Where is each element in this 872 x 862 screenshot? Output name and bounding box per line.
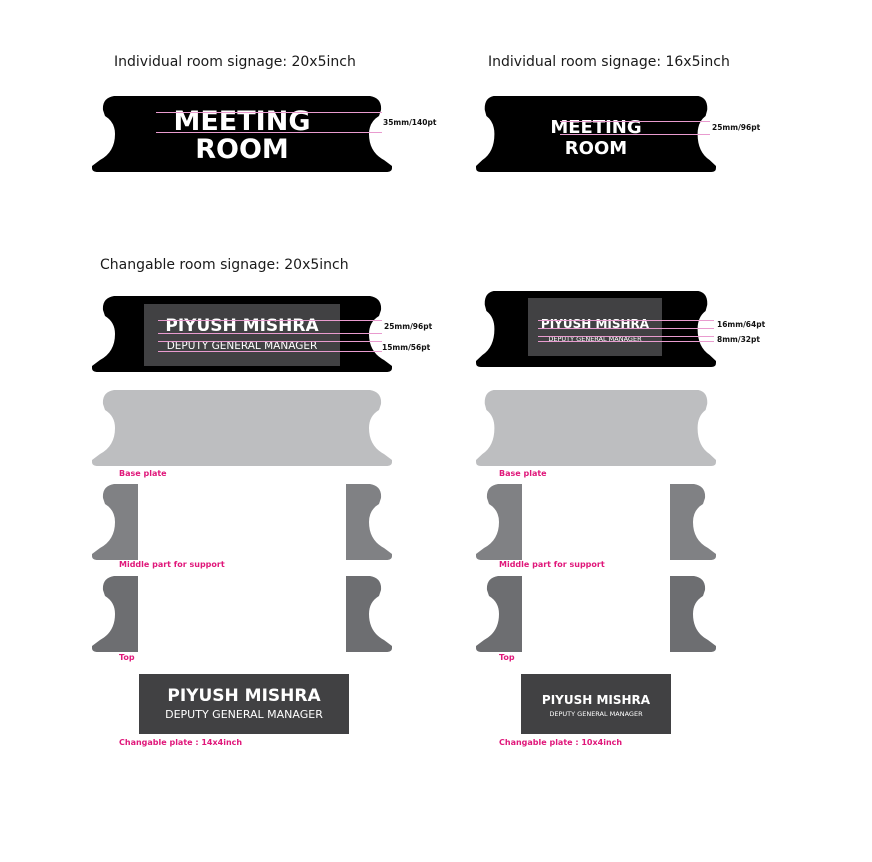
guide-assembled-small-2 (538, 328, 714, 329)
middle-part-small-right (670, 484, 716, 560)
assembled-small-title: DEPUTY GENERAL MANAGER (548, 335, 642, 343)
top-large-left (92, 576, 138, 652)
assembled-small-name: PIYUSH MISHRA (540, 317, 650, 331)
caption-base-plate-large: Base plate (119, 469, 167, 478)
guide-meeting-small-bottom (560, 134, 710, 135)
meeting-large-line1: MEETING (173, 106, 311, 137)
plate-small-name: PIYUSH MISHRA (541, 693, 651, 707)
top-small-left (476, 576, 522, 652)
caption-top-large: Top (119, 653, 135, 662)
assembled-large-title: DEPUTY GENERAL MANAGER (166, 340, 318, 352)
guide-meeting-large-bottom (156, 132, 382, 133)
guide-assembled-large-1 (158, 320, 382, 321)
dim-meeting-large: 35mm/140pt (383, 118, 437, 127)
caption-top-small: Top (499, 653, 515, 662)
top-small-right (670, 576, 716, 652)
plate-small-title: DEPUTY GENERAL MANAGER (549, 710, 643, 718)
meeting-small-line2: ROOM (564, 138, 628, 159)
dim-assembled-small-title: 8mm/32pt (717, 335, 760, 344)
assembled-plate-large (144, 304, 340, 366)
middle-part-large-left (92, 484, 138, 560)
caption-middle-large: Middle part for support (119, 560, 225, 569)
guide-assembled-large-4 (158, 351, 382, 352)
middle-part-small-left (476, 484, 522, 560)
caption-plate-large: Changable plate : 14x4inch (119, 738, 243, 747)
guide-meeting-large-top (156, 112, 382, 113)
dim-assembled-small-name: 16mm/64pt (717, 320, 766, 329)
heading-changable-20x5: Changable room signage: 20x5inch (100, 257, 349, 273)
dim-assembled-large-name: 25mm/96pt (384, 322, 433, 331)
base-plate-small (476, 390, 716, 466)
guide-meeting-small-top (560, 121, 710, 122)
base-plate-large (92, 390, 392, 466)
meeting-large-line2: ROOM (195, 134, 289, 165)
assembled-large-name: PIYUSH MISHRA (165, 316, 319, 336)
caption-base-plate-small: Base plate (499, 469, 547, 478)
caption-plate-small: Changable plate : 10x4inch (499, 738, 623, 747)
heading-individual-16x5: Individual room signage: 16x5inch (488, 54, 730, 70)
guide-assembled-large-2 (158, 333, 382, 334)
meeting-small-line1: MEETING (550, 117, 642, 138)
dim-meeting-small: 25mm/96pt (712, 123, 761, 132)
guide-assembled-small-1 (538, 320, 714, 321)
plate-large-name: PIYUSH MISHRA (167, 686, 321, 706)
middle-part-large-right (346, 484, 392, 560)
guide-assembled-large-3 (158, 341, 382, 342)
changable-plate-large (139, 674, 349, 734)
guide-assembled-small-3 (538, 336, 714, 337)
caption-middle-small: Middle part for support (499, 560, 605, 569)
top-large-right (346, 576, 392, 652)
guide-assembled-small-4 (538, 341, 714, 342)
heading-individual-20x5: Individual room signage: 20x5inch (114, 54, 356, 70)
dim-assembled-large-title: 15mm/56pt (382, 343, 431, 352)
plate-large-title: DEPUTY GENERAL MANAGER (165, 708, 323, 721)
changable-plate-small (521, 674, 671, 734)
assembled-plate-small (528, 298, 662, 356)
